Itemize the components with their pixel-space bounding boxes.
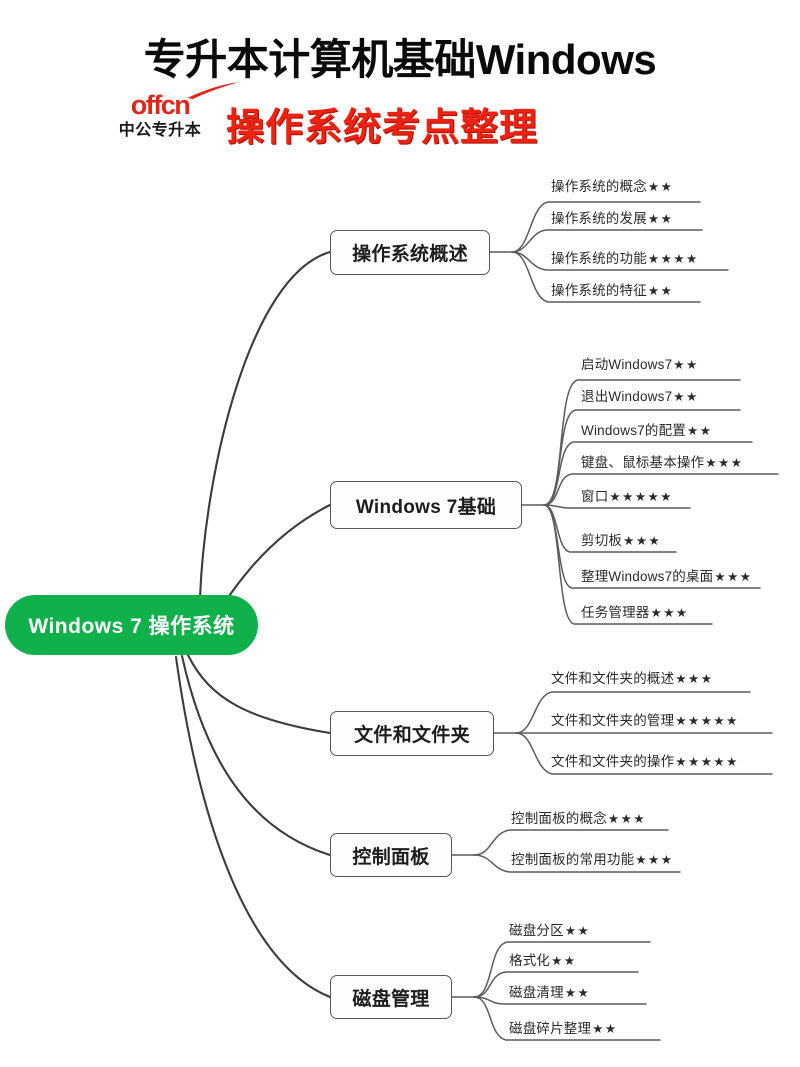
edge-root-to-branch-2: [186, 653, 332, 735]
leaf-stars-1-4: ★★★★★: [609, 490, 673, 504]
leaf-stars-1-0: ★★: [673, 358, 699, 372]
leaf-stars-4-0: ★★: [564, 924, 591, 938]
leaf-text-1-1: 退出Windows7: [581, 389, 673, 404]
leaf-stars-0-0: ★★: [647, 180, 674, 194]
edge-root-to-branch-4: [174, 655, 332, 999]
leaf-text-1-5: 剪切板: [581, 533, 623, 548]
leaf-text-2-1: 文件和文件夹的管理: [551, 713, 675, 728]
leaf-stars-3-1: ★★★: [635, 853, 674, 867]
leaf-0-3[interactable]: 操作系统的特征★★: [551, 284, 673, 298]
leaf-0-2[interactable]: 操作系统的功能★★★★: [551, 252, 699, 266]
page-subtitle: 操作系统考点整理: [226, 107, 539, 149]
leaf-text-4-0: 磁盘分区: [509, 923, 564, 938]
leaf-text-1-0: 启动Windows7: [581, 357, 673, 372]
leaf-stars-0-3: ★★: [647, 284, 674, 298]
brand-wordmark-text: offcn: [130, 90, 191, 120]
leaf-2-2[interactable]: 文件和文件夹的操作★★★★★: [551, 755, 739, 769]
leaf-text-1-3: 键盘、鼠标基本操作: [581, 455, 705, 470]
brand-subtitle: 中公专升本: [118, 122, 202, 139]
leaf-0-1[interactable]: 操作系统的发展★★: [551, 212, 673, 226]
leaf-text-1-2: Windows7的配置: [581, 423, 686, 438]
leaf-1-7[interactable]: 任务管理器★★★: [581, 606, 689, 620]
leaf-text-0-0: 操作系统的概念: [551, 179, 647, 194]
branch-label-2: 文件和文件夹: [354, 725, 470, 746]
leaf-4-2[interactable]: 磁盘清理★★: [509, 986, 590, 1000]
edge-leaf-0-1: [511, 229, 703, 253]
leaf-stars-2-0: ★★★: [675, 672, 714, 686]
edge-leaf-0-0: [511, 201, 701, 253]
leaf-stars-2-1: ★★★★★: [675, 714, 739, 728]
branch-label-4: 磁盘管理: [352, 988, 430, 1010]
page-header: 专升本计算机基础Windows offcn 中公专升本 操作系统考点整理: [0, 0, 800, 165]
branch-node-4[interactable]: 磁盘管理: [330, 975, 452, 1019]
leaf-text-0-3: 操作系统的特征: [551, 283, 647, 298]
leaf-stars-0-1: ★★: [647, 212, 674, 226]
leaf-stars-4-2: ★★: [564, 986, 591, 1000]
brand-logo-offcn: offcn 中公专升本: [104, 82, 239, 148]
leaf-stars-1-2: ★★: [686, 424, 713, 438]
leaf-text-2-2: 文件和文件夹的操作: [551, 754, 675, 769]
leaf-text-0-2: 操作系统的功能: [551, 251, 647, 266]
leaf-2-1[interactable]: 文件和文件夹的管理★★★★★: [551, 714, 739, 728]
leaf-text-4-3: 磁盘碎片整理: [509, 1021, 592, 1036]
leaf-text-4-2: 磁盘清理: [509, 985, 564, 1000]
leaf-stars-1-7: ★★★: [650, 606, 689, 620]
leaf-text-1-4: 窗口: [581, 489, 609, 504]
leaf-stars-1-1: ★★: [673, 390, 699, 404]
leaf-text-1-7: 任务管理器: [581, 605, 650, 620]
edge-root-to-branch-3: [180, 654, 332, 857]
branch-label-0: 操作系统概述: [352, 244, 468, 265]
leaf-4-3[interactable]: 磁盘碎片整理★★: [509, 1022, 618, 1036]
branch-node-3[interactable]: 控制面板: [330, 833, 452, 877]
leaf-3-1[interactable]: 控制面板的常用功能★★★: [511, 853, 673, 867]
leaf-stars-1-3: ★★★: [705, 456, 744, 470]
swoosh-icon: [186, 82, 239, 99]
leaf-text-3-0: 控制面板的概念: [511, 811, 607, 826]
leaf-4-1[interactable]: 格式化★★: [509, 954, 577, 968]
edge-leaf-1-4: [543, 504, 691, 509]
leaf-stars-1-5: ★★★: [623, 534, 662, 548]
leaf-1-6[interactable]: 整理Windows7的桌面★★★: [581, 570, 753, 584]
leaf-1-1[interactable]: 退出Windows7★★: [581, 390, 699, 404]
leaf-text-2-0: 文件和文件夹的概述: [551, 671, 675, 686]
leaf-4-0[interactable]: 磁盘分区★★: [509, 924, 590, 938]
edge-root-to-branch-0: [198, 250, 332, 600]
mindmap-root-label: Windows 7 操作系统: [28, 615, 235, 638]
leaf-1-4[interactable]: 窗口★★★★★: [581, 490, 673, 504]
brand-wordmark: offcn: [130, 82, 239, 120]
branch-label-1: Windows 7基础: [355, 496, 497, 518]
leaf-text-0-1: 操作系统的发展: [551, 211, 647, 226]
leaf-0-0[interactable]: 操作系统的概念★★: [551, 180, 673, 194]
leaf-stars-2-2: ★★★★★: [675, 755, 739, 769]
leaf-text-3-1: 控制面板的常用功能: [511, 852, 635, 867]
page-title: 专升本计算机基础Windows: [143, 36, 657, 83]
leaf-1-0[interactable]: 启动Windows7★★: [581, 358, 699, 372]
leaf-stars-4-3: ★★: [592, 1022, 618, 1036]
branch-node-0[interactable]: 操作系统概述: [330, 230, 490, 275]
branch-label-3: 控制面板: [352, 846, 430, 868]
mindmap-root-node[interactable]: Windows 7 操作系统: [5, 595, 258, 655]
leaf-3-0[interactable]: 控制面板的概念★★★: [511, 812, 646, 826]
leaf-1-3[interactable]: 键盘、鼠标基本操作★★★: [581, 456, 743, 470]
leaf-stars-1-6: ★★★: [714, 570, 753, 584]
leaf-text-1-6: 整理Windows7的桌面: [581, 569, 714, 584]
leaf-text-4-1: 格式化: [509, 953, 551, 968]
branch-node-2[interactable]: 文件和文件夹: [330, 711, 494, 756]
leaf-stars-0-2: ★★★★: [647, 252, 699, 266]
leaf-1-5[interactable]: 剪切板★★★: [581, 534, 661, 548]
leaf-stars-4-1: ★★: [551, 954, 577, 968]
leaf-1-2[interactable]: Windows7的配置★★: [581, 424, 712, 438]
branch-node-1[interactable]: Windows 7基础: [330, 481, 522, 529]
leaf-2-0[interactable]: 文件和文件夹的概述★★★: [551, 672, 713, 686]
leaf-stars-3-0: ★★★: [607, 812, 647, 826]
